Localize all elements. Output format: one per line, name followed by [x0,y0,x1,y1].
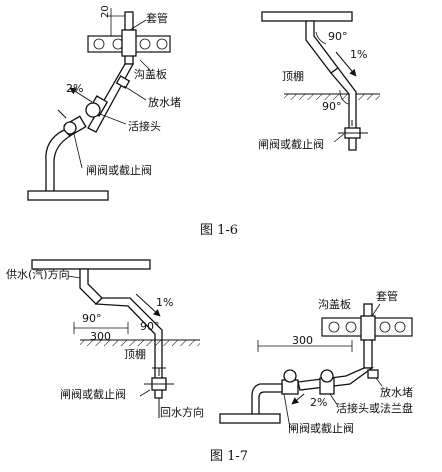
union-fitting [85,95,109,118]
slope-label-1-7: 1% [156,296,173,309]
dim-300-label-right: 300 [292,334,313,347]
leader-sleeve-1-7 [371,303,381,317]
drain-plug-1-7 [367,369,379,379]
leader-valve-1-7 [139,389,151,397]
figure-1-6-caption: 图 1-6 [200,223,238,238]
gate-valve [57,109,87,137]
return-direction-label: 回水方向 [160,405,204,419]
leader-trench [139,59,151,71]
gate-valve-label-1-7-right: 闸阀或截止阀 [288,421,354,435]
top-main-pipe [261,11,353,22]
gate-valve-label-1-7-left: 闸阀或截止阀 [60,387,126,401]
ceiling-hatch-1-7 [80,340,200,346]
upper-diagonal-pipe [305,20,339,74]
fig1-7-left-diagram: 供水(汽)方向 1% 90° 300 90° 顶棚 闸阀或截止阀 回水方向 [6,259,204,419]
slope-arrow-right [335,51,357,77]
slope-arrow-1-7 [135,293,161,317]
supply-direction-label: 供水(汽)方向 [6,267,70,281]
ceiling-label-1-7: 顶棚 [124,347,146,361]
bottom-main-pipe [27,190,109,201]
union-flange-label: 活接头或法兰盘 [336,401,413,415]
drain-plug-label-1-7: 放水堵 [380,385,413,399]
angle-a-label: 90° [82,312,102,325]
angle-b-label: 90° [140,320,160,333]
elbow-pipe [45,129,72,196]
trench-cover-label-1-7: 沟盖板 [318,297,351,311]
leader-drain [123,85,147,101]
union-label: 活接头 [128,120,161,133]
angle-arc-bottom [339,89,349,105]
drain-plug [115,75,131,89]
leader-valve-right [333,133,345,143]
union-or-flange [319,369,335,395]
leader-union [99,113,127,125]
slope-label-right: 1% [350,48,367,61]
leader-union-1-7 [329,393,339,407]
angle-top-label: 90° [328,30,348,43]
gate-valve-label-right: 闸阀或截止阀 [258,137,324,151]
sleeve-label: 套管 [146,11,168,25]
supply-main-pipe [31,259,151,270]
gate-valve-label: 闸阀或截止阀 [86,163,152,177]
angle-bottom-label: 90° [322,100,342,113]
return-main-pipe [219,413,281,424]
fig1-6-left-diagram: 20 套管 沟盖板 2% 放水堵 活接头 [27,5,181,201]
slope-label-1-7-right: 2% [310,396,327,409]
sleeve-label-1-7: 套管 [376,289,398,303]
ceiling-hatch [284,94,380,100]
angle-arc-top [315,31,327,45]
supply-run-pipe [94,297,163,399]
slope-arrow-1-7-right [291,393,305,405]
dim-20-label: 20 [100,5,111,18]
slope-arrow [69,87,93,103]
ceiling-label: 顶棚 [282,69,304,83]
diagonal-pipe [87,63,135,133]
sleeve-1-7 [360,315,376,341]
leader-valve [73,133,83,169]
diagonal-pipe-1-7 [297,367,374,391]
sleeve [121,29,137,57]
gate-valve-1-7-right [281,369,299,395]
supply-drop-pipe [79,268,103,305]
drain-plug-label: 放水堵 [148,95,181,109]
figure-1-7-caption: 图 1-7 [210,449,248,464]
leader-drain-1-7 [375,377,383,387]
trench-cover-label: 沟盖板 [134,67,167,81]
slope-label: 2% [66,82,83,95]
vertical-valve [338,120,368,139]
fig1-6-right-diagram: 90° 1% 顶棚 90° 闸阀或截止阀 [258,11,380,151]
leader-supply [67,275,81,279]
leader-sleeve [129,19,147,31]
leader-valve-1-7-right [283,393,291,429]
fig1-7-right-diagram: 沟盖板 套管 300 放水堵 活接头或法兰盘 2% 闸阀 [219,289,413,435]
vertical-valve-1-7 [144,367,174,391]
